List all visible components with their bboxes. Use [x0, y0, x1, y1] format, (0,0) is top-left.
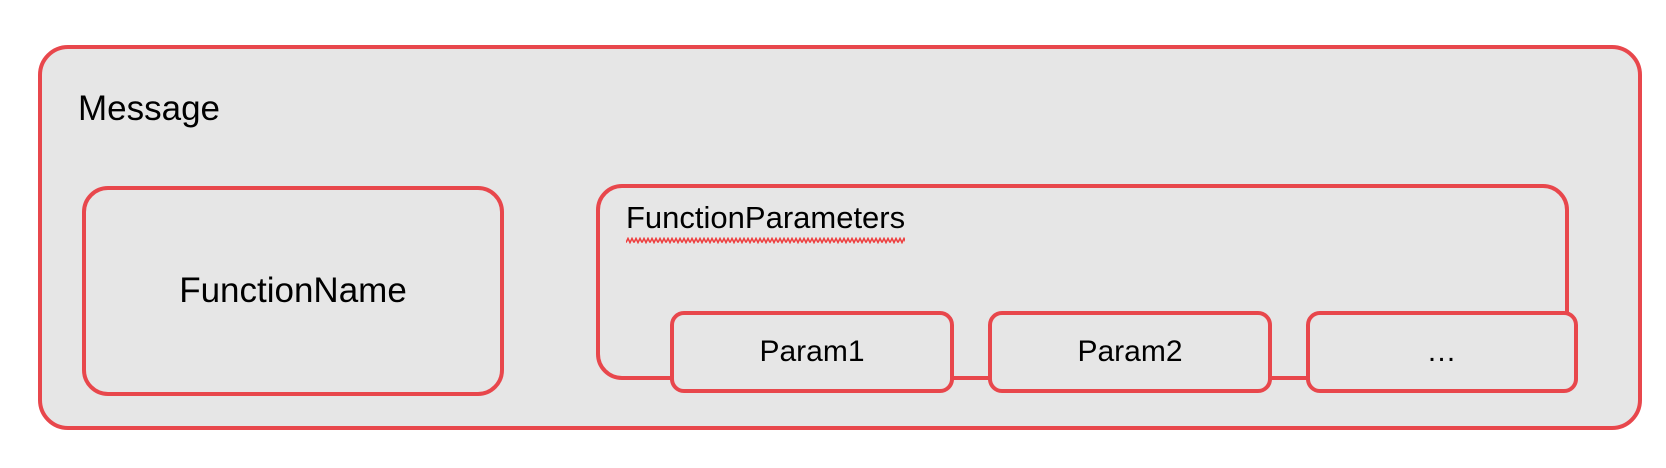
- parameter-list: Param1 Param2 …: [670, 311, 1578, 393]
- function-parameters-label: FunctionParameters: [626, 200, 906, 235]
- function-name-box[interactable]: FunctionName: [82, 186, 504, 396]
- param-box-2[interactable]: Param2: [988, 311, 1272, 393]
- param-box-1[interactable]: Param1: [670, 311, 954, 393]
- message-container[interactable]: Message FunctionName FunctionParameters …: [38, 45, 1642, 430]
- spellcheck-squiggle-underline: [626, 237, 906, 244]
- param-label-ellipsis: …: [1426, 335, 1458, 368]
- function-parameters-label-group: FunctionParameters: [626, 200, 906, 244]
- param-label-1: Param1: [759, 335, 865, 368]
- param-box-ellipsis[interactable]: …: [1306, 311, 1578, 393]
- function-parameters-box[interactable]: FunctionParameters Param1 Param2 …: [596, 184, 1578, 393]
- function-name-label: FunctionName: [179, 271, 407, 310]
- message-label: Message: [78, 89, 221, 128]
- param-label-2: Param2: [1077, 335, 1183, 368]
